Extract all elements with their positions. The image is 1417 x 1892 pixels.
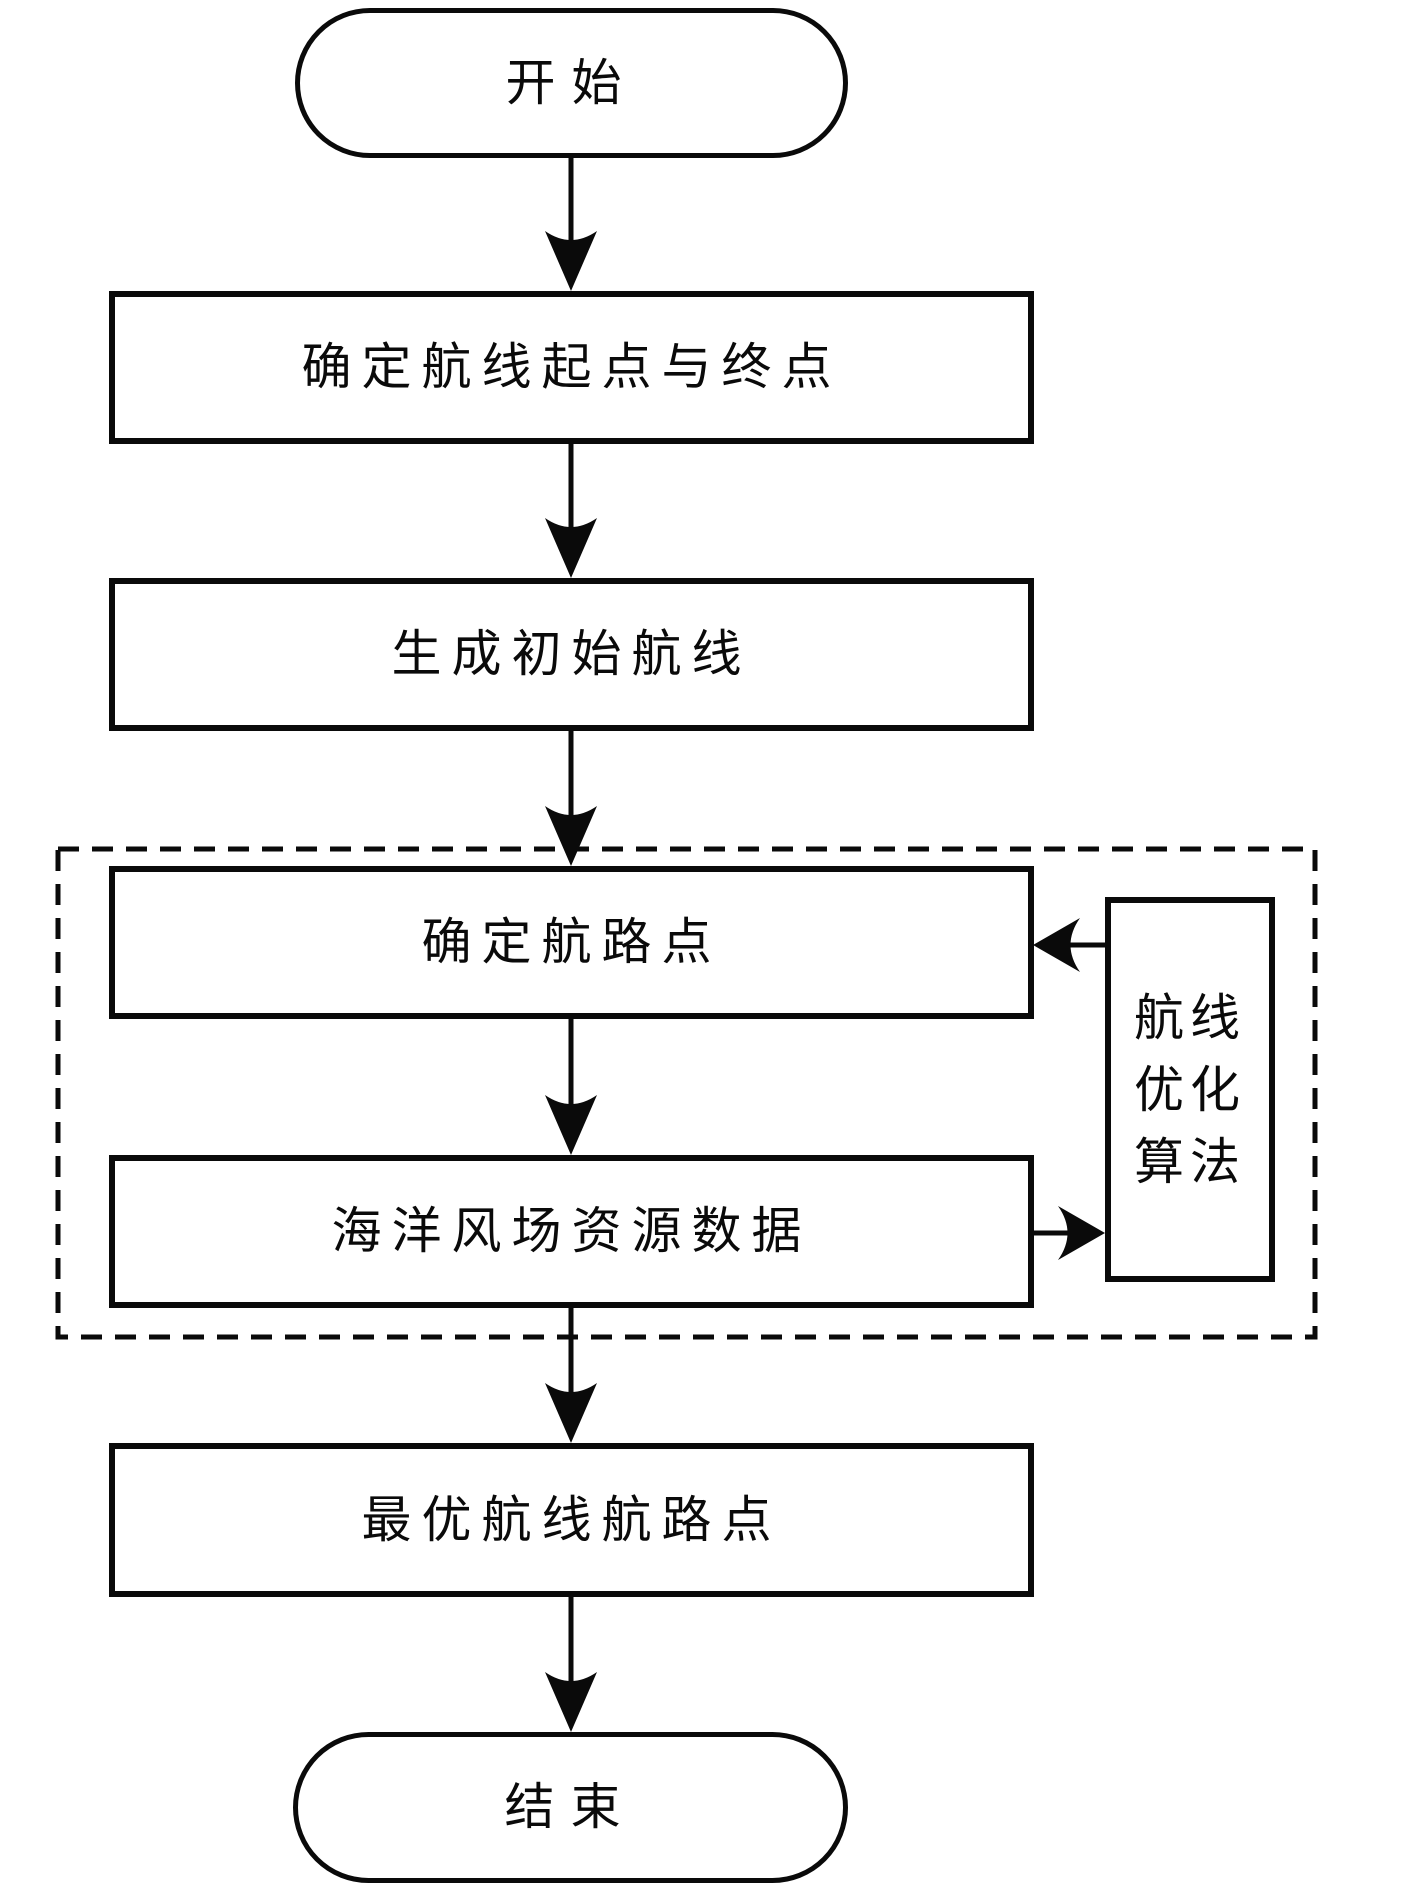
arrow-optimal-to-end [545,1596,597,1732]
node-route-optimizer: 航线优化算法 [1105,897,1275,1282]
arrow-endpoints-to-initial-route [545,443,597,578]
arrow-initial-route-to-waypoints [545,730,597,866]
node-generate-initial-route: 生成初始航线 [109,578,1034,731]
node-wind-data: 海洋风场资源数据 [109,1155,1034,1308]
node-end: 结束 [293,1732,848,1883]
node-route-optimizer-label: 航线优化算法 [1134,989,1246,1190]
node-determine-endpoints-label: 确定航线起点与终点 [301,339,842,396]
arrow-optimizer-to-waypoints [1033,918,1105,972]
node-determine-waypoints-label: 确定航路点 [421,914,722,971]
node-start: 开始 [295,8,848,158]
arrow-wind-data-to-optimal [545,1307,597,1443]
node-determine-waypoints: 确定航路点 [109,866,1034,1019]
node-wind-data-label: 海洋风场资源数据 [331,1203,812,1260]
node-generate-initial-route-label: 生成初始航线 [391,626,752,683]
arrow-wind-data-to-optimizer [1033,1206,1105,1260]
node-end-label: 结束 [504,1779,637,1836]
node-optimal-waypoints: 最优航线航路点 [109,1443,1034,1597]
node-optimal-waypoints-label: 最优航线航路点 [361,1491,782,1548]
arrow-waypoints-to-wind-data [545,1018,597,1155]
node-start-label: 开始 [505,54,638,111]
node-determine-endpoints: 确定航线起点与终点 [109,291,1034,444]
arrow-start-to-endpoints [545,155,597,291]
